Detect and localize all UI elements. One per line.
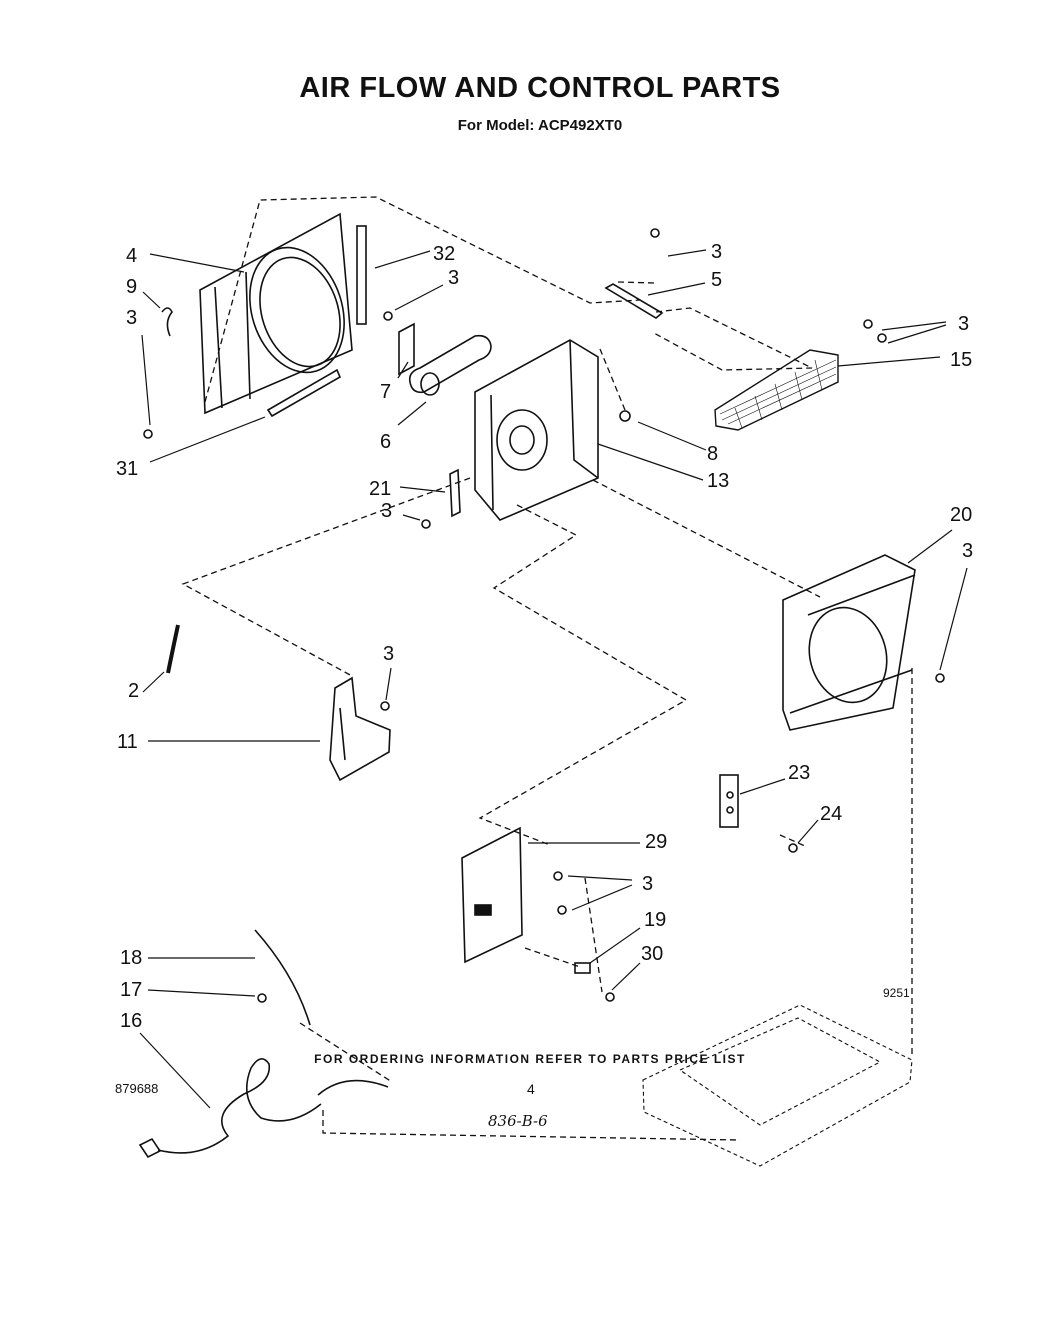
callout: 3 — [711, 241, 722, 263]
ordering-footer-note: FOR ORDERING INFORMATION REFER TO PARTS … — [314, 1052, 746, 1066]
callout: 7 — [380, 381, 391, 403]
model-subtitle: For Model: ACP492XT0 — [457, 117, 623, 134]
part-condenser-shroud — [199, 212, 353, 415]
part-side-bracket — [449, 468, 461, 518]
callout: 11 — [117, 731, 138, 753]
callout: 32 — [433, 243, 455, 265]
callout: 16 — [120, 1010, 142, 1032]
callout: 3 — [958, 313, 969, 335]
callout: 18 — [120, 947, 142, 969]
callout: 31 — [116, 458, 138, 480]
callout-labels: 4 32 9 3 3 7 6 31 3 5 3 15 8 13 21 3 20 … — [116, 241, 973, 1032]
assembly-dashed-lines — [181, 196, 913, 1141]
screws — [143, 228, 945, 1003]
part-seal-strip-32 — [356, 225, 367, 325]
drawing-number: 9251 — [883, 986, 910, 1000]
callout: 3 — [126, 307, 137, 329]
part-capacitor — [398, 322, 492, 396]
part-control-panel — [461, 826, 523, 964]
callout: 2 — [128, 680, 139, 702]
part-power-cord — [138, 929, 389, 1159]
callout: 20 — [950, 504, 972, 526]
part-bulkhead — [474, 339, 599, 521]
part-evaporator-shroud — [782, 554, 916, 731]
page-number: 4 — [527, 1081, 535, 1097]
callout: 4 — [126, 245, 137, 267]
callout: 3 — [448, 267, 459, 289]
callout: 13 — [707, 470, 729, 492]
callout: 15 — [950, 349, 972, 371]
callout: 23 — [788, 762, 810, 784]
callout: 3 — [381, 500, 392, 522]
callout: 17 — [120, 979, 142, 1001]
part-air-filter — [714, 349, 839, 431]
callout: 8 — [707, 443, 718, 465]
part-tube — [166, 624, 180, 674]
page-title: AIR FLOW AND CONTROL PARTS — [299, 72, 781, 104]
part-base-pan — [642, 1004, 913, 1167]
leader-lines — [139, 249, 968, 1109]
part-seal-strip-31 — [266, 368, 342, 418]
part-switch — [574, 962, 591, 974]
callout: 5 — [711, 269, 722, 291]
callout: 21 — [369, 478, 391, 500]
part-control-bracket — [329, 676, 391, 782]
callout: 29 — [645, 831, 667, 853]
callout: 24 — [820, 803, 842, 825]
callout: 30 — [641, 943, 663, 965]
callout: 3 — [962, 540, 973, 562]
callout: 9 — [126, 276, 137, 298]
callout: 3 — [383, 643, 394, 665]
handwritten-note: 836-B-6 — [488, 1112, 548, 1130]
callout: 6 — [380, 431, 391, 453]
document-number: 879688 — [115, 1081, 159, 1096]
part-bracket — [604, 283, 664, 319]
callout: 19 — [644, 909, 666, 931]
part-clip — [161, 307, 173, 337]
part-terminal-block — [719, 774, 739, 828]
callout: 3 — [642, 873, 653, 895]
